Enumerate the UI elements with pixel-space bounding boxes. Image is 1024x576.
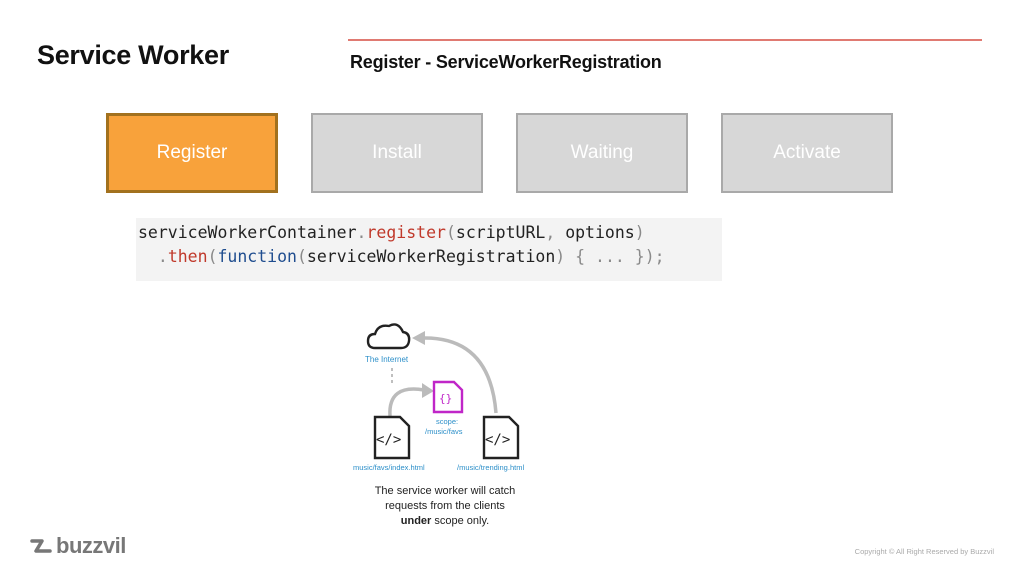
client-right-path: /music/trending.html	[457, 463, 524, 472]
code-keyword: function	[217, 247, 297, 266]
scope-braces: {}	[439, 392, 452, 405]
code-arg1: scriptURL	[455, 223, 546, 242]
tag-right: </>	[485, 432, 510, 448]
code-param: serviceWorkerRegistration	[306, 247, 556, 266]
html-file-icon-right	[482, 415, 520, 460]
service-worker-file-icon	[432, 380, 464, 414]
step-activate: Activate	[721, 113, 893, 193]
caption-line3: under scope only.	[401, 515, 489, 527]
caption-line1: The service worker will catch	[375, 485, 516, 497]
brand-name: buzzvil	[56, 533, 126, 558]
code-object: serviceWorkerContainer	[138, 223, 357, 242]
caption-line2: requests from the clients	[385, 500, 505, 512]
step-waiting: Waiting	[516, 113, 688, 193]
scope-path: /music/favs	[425, 427, 463, 436]
cloud-icon	[366, 323, 411, 350]
html-file-icon-left	[373, 415, 411, 460]
client-left-path: music/favs/index.html	[353, 463, 425, 472]
code-method-register: register	[366, 223, 446, 242]
scope-label: scope:	[436, 417, 458, 426]
step-install: Install	[311, 113, 483, 193]
buzzvil-logo-icon	[30, 539, 52, 553]
tag-left: </>	[376, 432, 401, 448]
slide-title: Service Worker	[37, 40, 229, 70]
step-register: Register	[106, 113, 278, 193]
title-rule	[348, 39, 982, 41]
slide-subtitle: Register - ServiceWorkerRegistration	[350, 52, 662, 72]
internet-label: The Internet	[365, 355, 409, 364]
code-method-then: then	[167, 247, 208, 266]
scope-diagram: The Internet {} scope: /music/favs </> <…	[353, 323, 524, 527]
code-body: { ... }	[575, 247, 645, 266]
code-snippet: serviceWorkerContainer.register(scriptUR…	[136, 218, 722, 281]
copyright-text: Copyright © All Right Reserved by Buzzvi…	[854, 547, 994, 556]
code-arg2: options	[565, 223, 635, 242]
brand-logo: buzzvil	[30, 533, 126, 559]
